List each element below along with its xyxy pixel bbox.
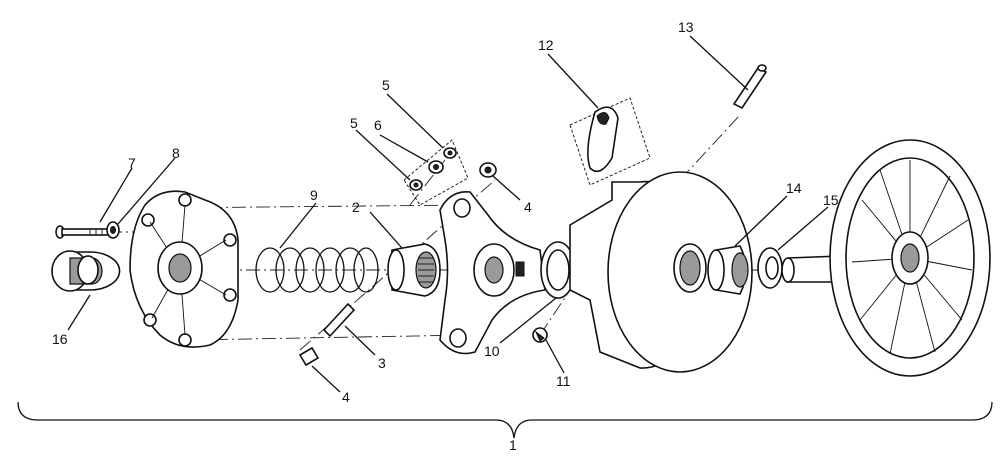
callout-3: 3 [378, 355, 386, 371]
part-9-spring [255, 247, 379, 293]
callout-2: 2 [352, 199, 360, 215]
spider [439, 191, 546, 355]
callout-8: 8 [172, 145, 180, 161]
part-2-spider-nut [387, 243, 441, 297]
callout-1: 1 [509, 437, 517, 453]
callout-12: 12 [538, 37, 554, 53]
part-8-washer [106, 221, 120, 239]
part-5-6-roller-stack [403, 139, 469, 206]
callout-10: 10 [484, 343, 500, 359]
callout-4-lower: 4 [342, 389, 350, 405]
part-4-roller-lower [298, 346, 320, 367]
cover-plate [129, 190, 239, 348]
part-12-shoe [569, 97, 651, 186]
callout-16: 16 [52, 331, 68, 347]
moveable-sheave [569, 171, 753, 373]
leader-lines [67, 35, 829, 393]
assembly-bracket [17, 401, 993, 439]
part-7-bolt [55, 225, 111, 239]
part-14-bushing [707, 245, 749, 295]
part-4-roller-upper [479, 162, 497, 178]
callout-5-top: 5 [382, 77, 390, 93]
callout-14: 14 [786, 180, 802, 196]
callout-6: 6 [374, 117, 382, 133]
part-13-pin [732, 64, 768, 110]
callout-4-upper: 4 [524, 199, 532, 215]
callout-numbers: 1 2 3 4 4 5 5 6 7 8 9 10 11 12 13 14 15 … [52, 19, 839, 453]
part-16-bushing [51, 250, 121, 292]
part-15-washer [757, 247, 783, 289]
fixed-sheave [781, 139, 991, 377]
callout-15: 15 [823, 192, 839, 208]
callout-7: 7 [128, 155, 136, 171]
callout-5-mid: 5 [350, 115, 358, 131]
callout-9: 9 [310, 187, 318, 203]
callout-11: 11 [556, 373, 571, 389]
part-11-ball [532, 327, 548, 343]
part-3-pin [322, 302, 356, 338]
callout-13: 13 [678, 19, 694, 35]
part-10-spacer-ring [540, 241, 576, 299]
